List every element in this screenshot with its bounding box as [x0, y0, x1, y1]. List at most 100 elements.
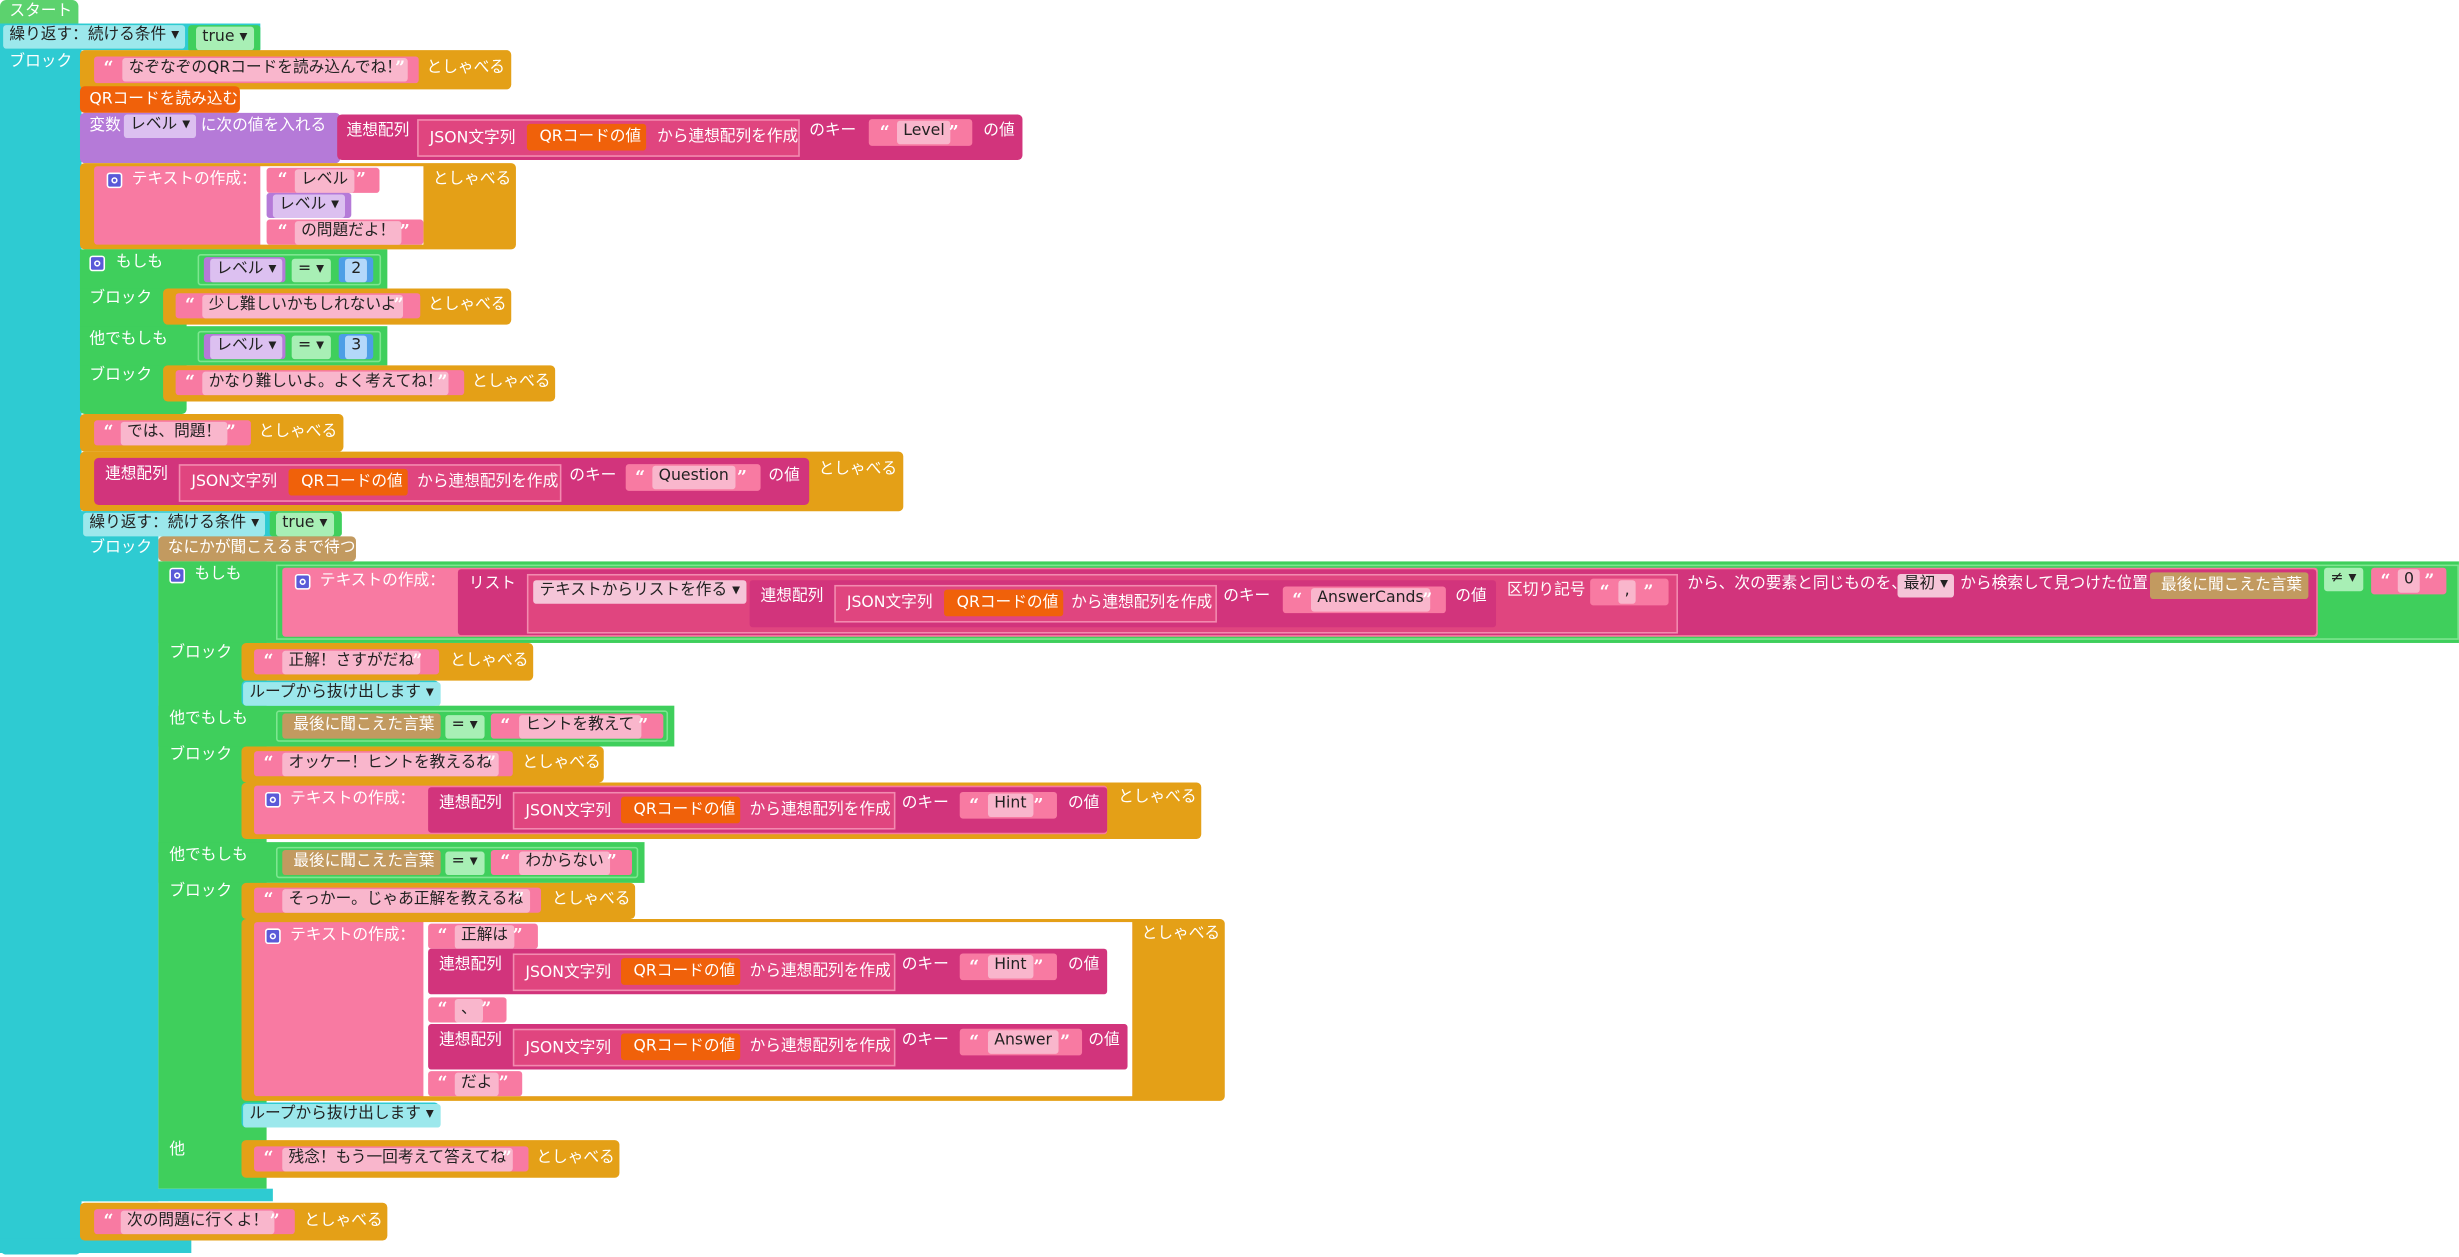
qr-value-block[interactable] [621, 796, 741, 824]
gear-icon[interactable] [265, 928, 281, 945]
if2-if-label: もしも [194, 566, 242, 584]
close-quote-icon: ” [1033, 956, 1044, 977]
speak-label: としゃべる [552, 890, 631, 908]
wait-heard-block[interactable] [158, 536, 356, 562]
read-qr-label: QRコードを読み込む [89, 90, 239, 109]
gear-icon[interactable] [106, 172, 123, 189]
key-answer[interactable]: Answer [987, 1030, 1059, 1054]
loop2-mode-dropdown[interactable]: 繰り返す：続ける条件 ▾ [83, 512, 266, 537]
op-dropdown[interactable]: = ▾ [291, 258, 331, 283]
num-2[interactable]: 2 [345, 258, 368, 283]
var-dropdown[interactable]: レベル ▾ [210, 258, 283, 283]
dict-label: 連想配列 [439, 795, 502, 813]
text-say3[interactable]: かなり難しいよ。よく考えてね！ [202, 371, 449, 396]
text-correct[interactable]: 正解！さすがだね [282, 650, 421, 675]
dict-key-label: のキー [809, 122, 857, 140]
text-retry[interactable]: 残念！もう一回考えて答えてね [282, 1147, 513, 1172]
loop1-mode-dropdown[interactable]: 繰り返す：続ける条件 ▾ [3, 25, 186, 49]
read-qr-block[interactable] [79, 86, 240, 113]
num-3[interactable]: 3 [345, 335, 368, 360]
heard-block[interactable] [282, 713, 441, 739]
break-dropdown-1[interactable]: ループから抜け出します ▾ [243, 682, 441, 706]
text-say1[interactable]: なぞなぞのQRコードを読み込んでね！ [122, 58, 409, 82]
dict-value-label: の値 [1088, 1031, 1120, 1050]
key-answercands[interactable]: AnswerCands [1311, 588, 1430, 612]
dict-label: 連想配列 [346, 122, 410, 140]
neq-dropdown[interactable]: ≠ ▾ [2324, 567, 2363, 592]
close-quote-icon: ” [269, 1210, 280, 1232]
split-mode-dropdown[interactable]: テキストからリストを作る ▾ [533, 580, 747, 604]
qr-value-label: QRコードの値 [633, 1038, 736, 1056]
start-block[interactable] [0, 0, 79, 24]
if2-elseif-label-2: 他でもしも [169, 846, 248, 865]
dict-key-label: のキー [569, 467, 617, 485]
dict-value-label: の値 [1067, 795, 1100, 813]
dict-value-label: の値 [1067, 956, 1100, 974]
close-quote-icon: ” [2424, 570, 2435, 592]
text-say4[interactable]: では、問題！ [120, 421, 228, 446]
search-label: から、次の要素と同じものを、 [1687, 575, 1907, 593]
search-first-dropdown[interactable]: 最初 ▾ [1897, 573, 1955, 598]
dict-make-label: から連想配列を作成 [749, 1038, 891, 1056]
heard-block[interactable] [2150, 572, 2309, 600]
qr-value-block[interactable] [944, 589, 1064, 617]
text-hint-ok[interactable]: オッケー！ヒントを教えるね [282, 752, 499, 777]
set-variable-block[interactable] [79, 112, 341, 164]
text-hint-request[interactable]: ヒントを教えて [519, 715, 641, 739]
close-quote-icon: ” [481, 998, 492, 1020]
key-level[interactable]: Level [897, 120, 951, 145]
delim-value[interactable]: , [1618, 580, 1636, 604]
json-label: JSON文字列 [846, 594, 933, 612]
qr-value-block[interactable] [621, 958, 741, 985]
text-answer-is[interactable]: 正解は [454, 925, 515, 949]
heard-block[interactable] [282, 849, 441, 876]
gear-icon[interactable] [265, 791, 281, 808]
eq-dropdown[interactable]: = ▾ [445, 715, 484, 739]
dict-key-label: のキー [1223, 588, 1271, 606]
gear-icon[interactable] [169, 567, 186, 584]
loop2-cond-dropdown[interactable]: true ▾ [276, 512, 334, 537]
text-next[interactable]: 次の問題に行くよ！ [120, 1210, 275, 1235]
setvar-name-dropdown[interactable]: レベル ▾ [123, 114, 197, 139]
text-dunno[interactable]: わからない [519, 851, 611, 876]
var-dropdown[interactable]: レベル ▾ [210, 335, 283, 360]
speak-label: としゃべる [304, 1212, 383, 1230]
speak-label: としゃべる [1118, 788, 1197, 807]
close-quote-icon: ” [355, 169, 366, 190]
loop1-frame[interactable] [0, 23, 82, 1255]
var-level-dropdown[interactable]: レベル ▾ [272, 194, 346, 218]
open-quote-icon: “ [879, 122, 890, 143]
open-quote-icon: “ [277, 221, 288, 242]
found-label: から検索して見つけた位置 [1960, 575, 2148, 593]
speak-label-5: としゃべる [258, 423, 338, 441]
if2-else-label: 他 [169, 1141, 186, 1159]
eq-dropdown[interactable]: = ▾ [445, 851, 484, 876]
qr-value-label: QRコードの値 [301, 473, 403, 491]
qr-value-block[interactable] [621, 1033, 741, 1061]
qr-value-block[interactable] [288, 468, 408, 496]
key-hint[interactable]: Hint [987, 955, 1033, 979]
close-quote-icon: ” [514, 889, 525, 910]
gear-icon[interactable] [89, 255, 106, 272]
text-da[interactable]: だよ [454, 1072, 499, 1097]
zero-value[interactable]: 0 [2397, 569, 2421, 593]
close-quote-icon: ” [948, 122, 959, 143]
text-give-up[interactable]: そっかー。じゃあ正解を教えるね [282, 889, 530, 913]
text-comma[interactable]: 、 [454, 998, 484, 1023]
key-question[interactable]: Question [652, 465, 736, 490]
text-level-c[interactable]: の問題だよ！ [294, 221, 402, 245]
key-hint[interactable]: Hint [987, 793, 1033, 818]
loop1-cond-dropdown[interactable]: true ▾ [196, 26, 254, 51]
start-label: スタート [9, 3, 73, 21]
op-dropdown[interactable]: = ▾ [291, 335, 331, 360]
if1-if-label: もしも [116, 254, 164, 272]
gear-icon[interactable] [294, 573, 311, 590]
text-level-a[interactable]: レベル [294, 169, 355, 193]
text-say2[interactable]: 少し難しいかもしれないよ [202, 294, 403, 319]
qr-value-block[interactable] [526, 123, 647, 151]
dict-label: 連想配列 [760, 588, 824, 606]
if1-block-label-1: ブロック [89, 290, 153, 308]
break-dropdown-2[interactable]: ループから抜け出します ▾ [243, 1104, 441, 1128]
open-quote-icon: “ [500, 715, 511, 736]
loop2-frame[interactable] [79, 511, 159, 1202]
